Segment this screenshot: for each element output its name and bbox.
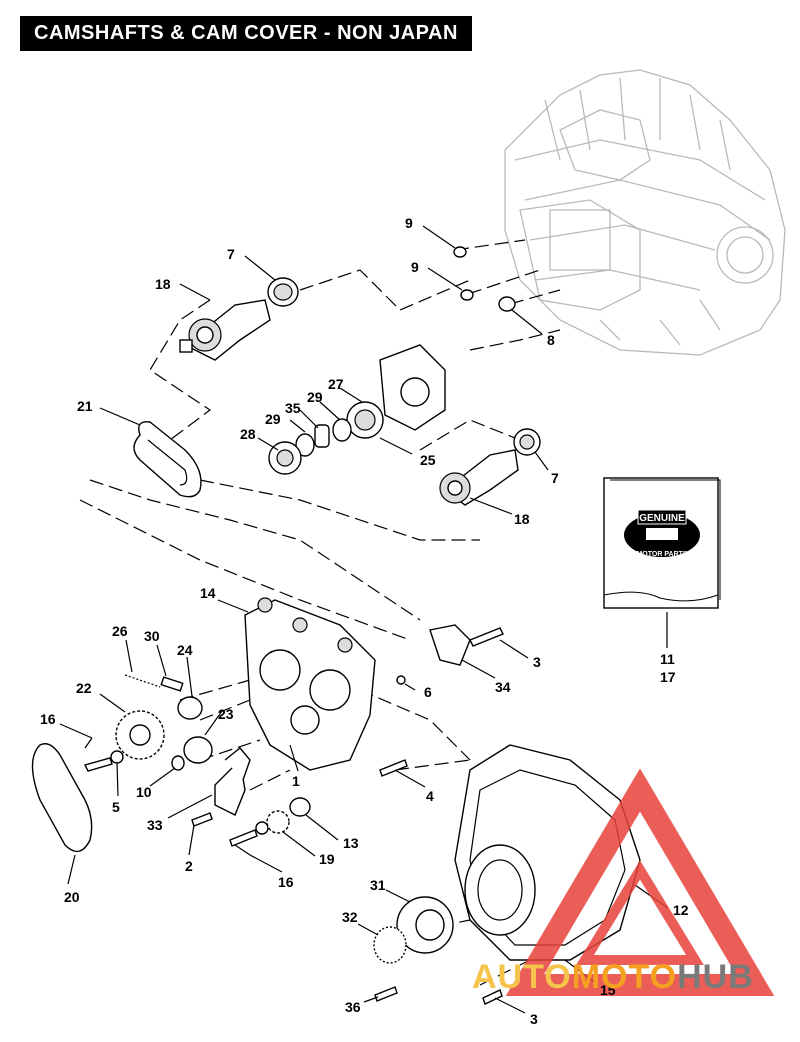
callout-22: 22 [76, 680, 92, 696]
o-ring-9a [453, 246, 467, 258]
callout-33: 33 [147, 817, 163, 833]
callout-26: 26 [112, 623, 128, 639]
washer-29b [295, 433, 315, 457]
spring-26 [124, 674, 161, 688]
genuine-logo-bottom: MOTOR PARTS [636, 551, 687, 558]
pin-30 [160, 676, 184, 692]
watermark-triangle [505, 768, 775, 996]
o-ring-6 [396, 675, 406, 685]
spacer-35 [314, 424, 330, 448]
callout-15: 15 [600, 982, 616, 998]
callout-12: 12 [673, 902, 689, 918]
bearing-7a [267, 277, 299, 307]
bearing-7b [513, 428, 541, 456]
callout-21: 21 [77, 398, 93, 414]
screw-36 [374, 986, 398, 1002]
callout-11: 11 [660, 651, 675, 667]
callout-32: 32 [342, 909, 358, 925]
callout-25: 25 [420, 452, 436, 468]
camshaft-18b [439, 449, 519, 506]
chain-21 [133, 421, 202, 498]
cam-support-plate-14 [244, 597, 376, 771]
genuine-parts-box: GENUINE MOTOR PARTS [603, 477, 721, 609]
bolt-2 [191, 812, 213, 827]
callout-8: 8 [547, 332, 555, 348]
callout-27: 27 [328, 376, 344, 392]
callout-34: 34 [495, 679, 511, 695]
callout-3b: 3 [530, 1011, 538, 1027]
spacer-10 [171, 755, 185, 771]
tensioner-34 [429, 624, 504, 666]
leader-lines [59, 225, 669, 1014]
callout-29b: 29 [265, 411, 281, 427]
callout-9b: 9 [411, 259, 419, 275]
gear-19 [266, 810, 290, 834]
spacer-13 [289, 797, 311, 817]
washer-24 [177, 696, 203, 720]
sprocket-22 [115, 710, 165, 760]
bearing-28 [268, 441, 302, 475]
callout-4: 4 [426, 788, 434, 804]
watermark-part2: MOTO [571, 958, 678, 996]
camshaft-18a [179, 299, 271, 361]
callout-16a: 16 [40, 711, 56, 727]
washer-5 [110, 750, 124, 764]
bolt-16b [229, 829, 258, 847]
callout-5: 5 [112, 799, 120, 815]
callout-23: 23 [218, 706, 234, 722]
callout-7a: 7 [227, 246, 235, 262]
callout-17: 17 [660, 669, 676, 685]
callout-24: 24 [177, 642, 193, 658]
callout-19: 19 [319, 851, 335, 867]
callout-36: 36 [345, 999, 361, 1015]
callout-14: 14 [200, 585, 216, 601]
genuine-logo-top: GENUINE [639, 513, 685, 524]
callout-labels: 9 9 8 7 18 21 27 29 35 29 28 25 7 18 11 … [40, 215, 689, 1027]
cam-cover-12 [454, 744, 641, 961]
callout-2: 2 [185, 858, 193, 874]
callout-7b: 7 [551, 470, 559, 486]
callout-35: 35 [285, 400, 301, 416]
cover-31 [396, 896, 454, 954]
chain-20 [31, 743, 93, 853]
callout-29a: 29 [307, 389, 323, 405]
o-ring-9b [460, 289, 474, 301]
callout-31: 31 [370, 877, 386, 893]
bearing-housing-27 [346, 344, 446, 439]
bolt-16a [83, 757, 113, 772]
washer-23 [183, 736, 213, 764]
watermark-part3: HUB [677, 958, 754, 996]
callout-6: 6 [424, 684, 432, 700]
callout-10: 10 [136, 784, 152, 800]
callout-1: 1 [292, 773, 300, 789]
crankcase-ghost [504, 69, 786, 356]
callout-9a: 9 [405, 215, 413, 231]
callout-13: 13 [343, 835, 359, 851]
callout-30: 30 [144, 628, 160, 644]
callout-16b: 16 [278, 874, 294, 890]
bolt-4 [379, 759, 408, 777]
washer-16b [255, 821, 269, 835]
screw-3b [482, 989, 503, 1005]
callout-20: 20 [64, 889, 80, 905]
watermark-text: AUTOMOTOHUB [472, 958, 754, 997]
callout-18a: 18 [155, 276, 171, 292]
gasket-32 [373, 926, 407, 964]
callout-18b: 18 [514, 511, 530, 527]
callout-3a: 3 [533, 654, 541, 670]
diagram-title: CAMSHAFTS & CAM COVER - NON JAPAN [20, 16, 472, 51]
washer-29a [332, 418, 352, 442]
watermark-part1: AUTO [472, 958, 572, 996]
o-ring-8 [498, 296, 516, 312]
callout-28: 28 [240, 426, 256, 442]
tensioner-33 [214, 747, 251, 816]
